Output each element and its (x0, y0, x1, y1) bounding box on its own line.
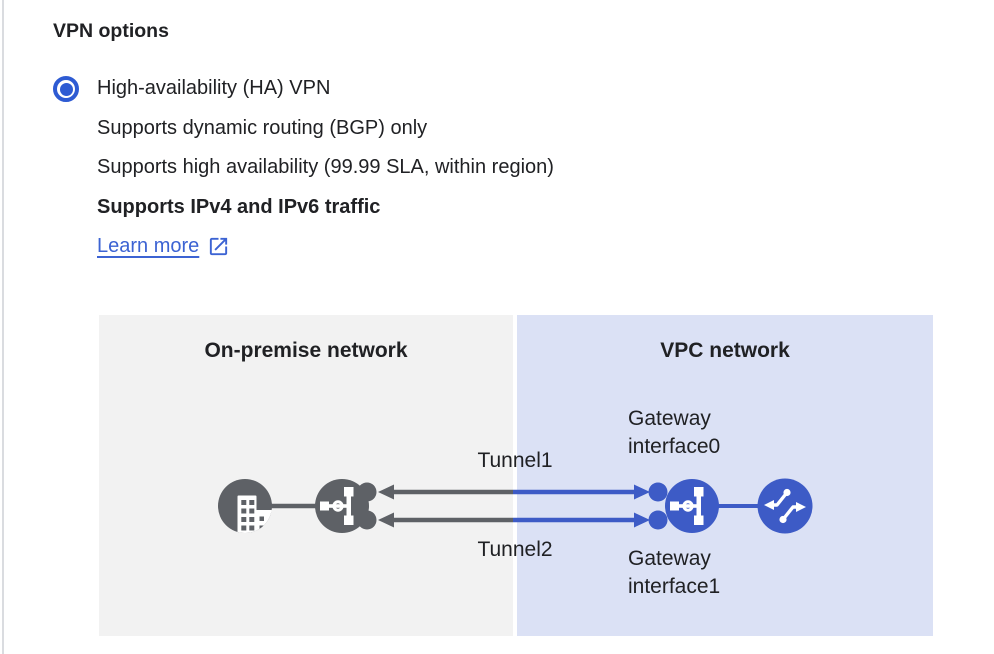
vpn-topology-diagram: On-premise network VPC network (99, 315, 933, 636)
topology-graphics (218, 478, 813, 534)
ha-vpn-radio[interactable] (53, 76, 79, 102)
radio-selected-dot (59, 82, 73, 96)
tunnel1-arrow (378, 484, 650, 500)
ha-vpn-option-label[interactable]: High-availability (HA) VPN (97, 77, 331, 99)
option-description-3: Supports IPv4 and IPv6 traffic (97, 195, 381, 218)
gateway-interface1-label: Gateway interface1 (628, 547, 721, 598)
page-left-border (2, 0, 4, 654)
learn-more-label: Learn more (97, 235, 200, 257)
on-premise-panel (99, 315, 513, 636)
option-description-1: Supports dynamic routing (BGP) only (97, 116, 428, 139)
vpn-option-ha[interactable]: High-availability (HA) VPN Supports dyna… (53, 69, 554, 267)
tunnel2-label: Tunnel2 (477, 538, 553, 561)
vpc-panel-title: VPC network (660, 339, 790, 362)
option-description-2: Supports high availability (99.99 SLA, w… (97, 156, 554, 178)
open-in-new-icon (210, 238, 228, 256)
learn-more-link[interactable]: Learn more (97, 227, 230, 267)
tunnel2-arrow (378, 512, 650, 528)
gateway-interface0-label: Gateway interface0 (628, 407, 721, 458)
on-premises-building-icon (218, 479, 272, 533)
peer-vpn-gateway-icon (315, 479, 377, 533)
vpc-panel (517, 315, 933, 636)
vpc-network-icon (757, 478, 813, 534)
ha-vpn-gateway-icon (648, 479, 719, 533)
on-premise-panel-title: On-premise network (204, 339, 408, 362)
tunnel1-label: Tunnel1 (477, 449, 553, 472)
page-title: VPN options (53, 20, 169, 42)
